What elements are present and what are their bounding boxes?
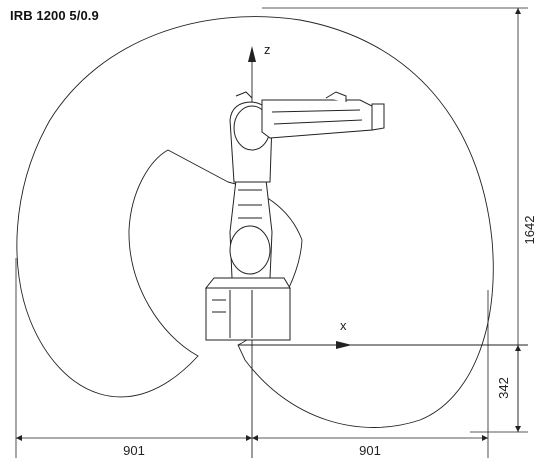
dimension-left-reach: 901: [123, 443, 145, 458]
x-axis-label: x: [340, 318, 347, 333]
z-axis-label: z: [264, 42, 271, 57]
dimension-depth-below: 342: [496, 377, 511, 399]
dimension-height-total: 1642: [522, 216, 537, 245]
robot-wrist: [371, 103, 385, 131]
dimension-right-reach: 901: [359, 443, 381, 458]
diagram-title: IRB 1200 5/0.9: [10, 8, 99, 23]
x-axis-arrow: [336, 341, 352, 349]
robot-base: [205, 287, 291, 341]
working-range-envelope: [16, 16, 494, 428]
z-axis-arrow: [248, 46, 256, 62]
robot-forearm: [261, 99, 373, 139]
robot-drawing: [204, 91, 385, 341]
